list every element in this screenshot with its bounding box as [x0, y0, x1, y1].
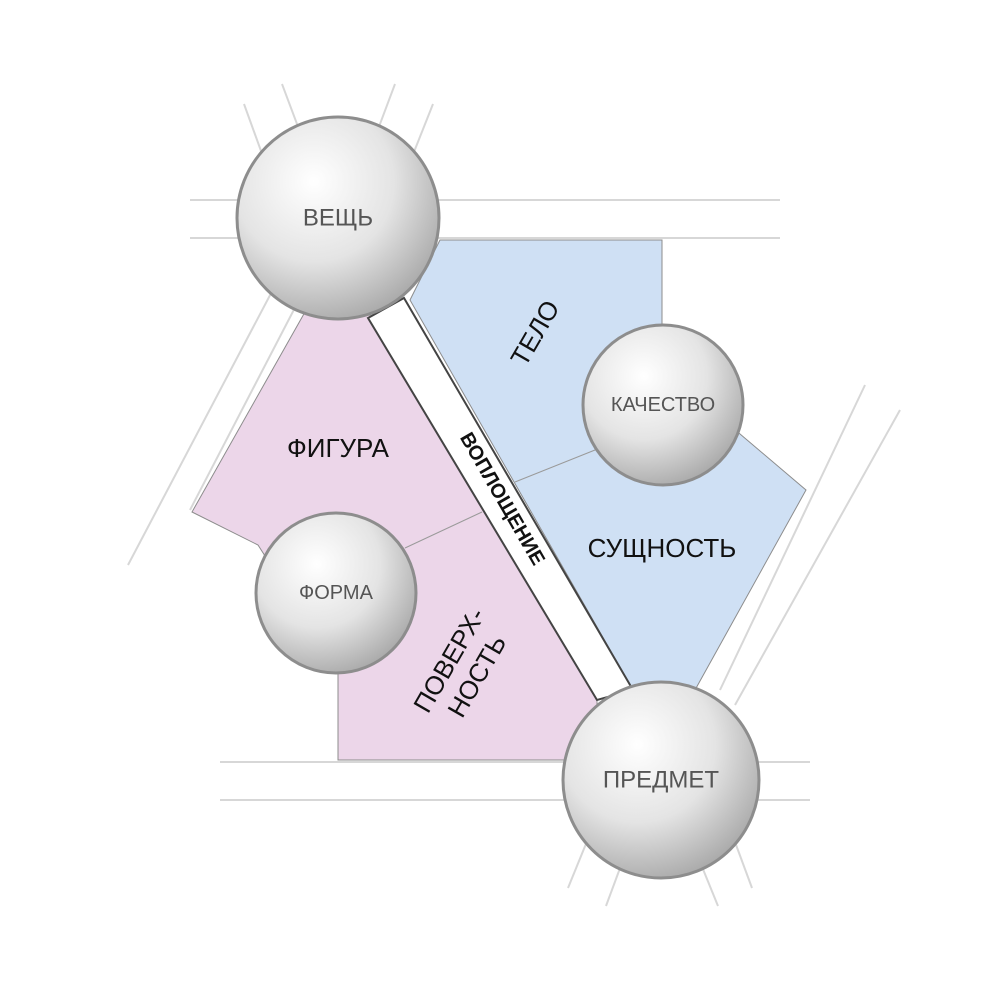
- road-left-outer: [127, 279, 279, 566]
- divider-blue: [514, 449, 596, 483]
- node-quality-label: КАЧЕСТВО: [611, 394, 715, 416]
- sphere-quality: [581, 323, 745, 487]
- node-thing: ВЕЩЬ: [235, 115, 441, 321]
- sphere-form: [254, 511, 418, 675]
- node-object-label: ПРЕДМЕТ: [603, 767, 720, 794]
- road-right-inner: [734, 409, 901, 706]
- sphere-object: [561, 680, 761, 880]
- road-left-inner: [189, 297, 301, 511]
- node-object: ПРЕДМЕТ: [561, 680, 761, 880]
- sphere-thing: [235, 115, 441, 321]
- node-quality: КАЧЕСТВО: [581, 323, 745, 487]
- node-form: ФОРМА: [254, 511, 418, 675]
- region-figure-label: ФИГУРА: [287, 433, 390, 463]
- road-right-outer: [719, 384, 866, 691]
- divider-pink: [404, 511, 483, 549]
- node-thing-label: ВЕЩЬ: [303, 205, 373, 232]
- node-form-label: ФОРМА: [299, 582, 374, 604]
- region-essence-label: СУЩНОСТЬ: [588, 533, 737, 563]
